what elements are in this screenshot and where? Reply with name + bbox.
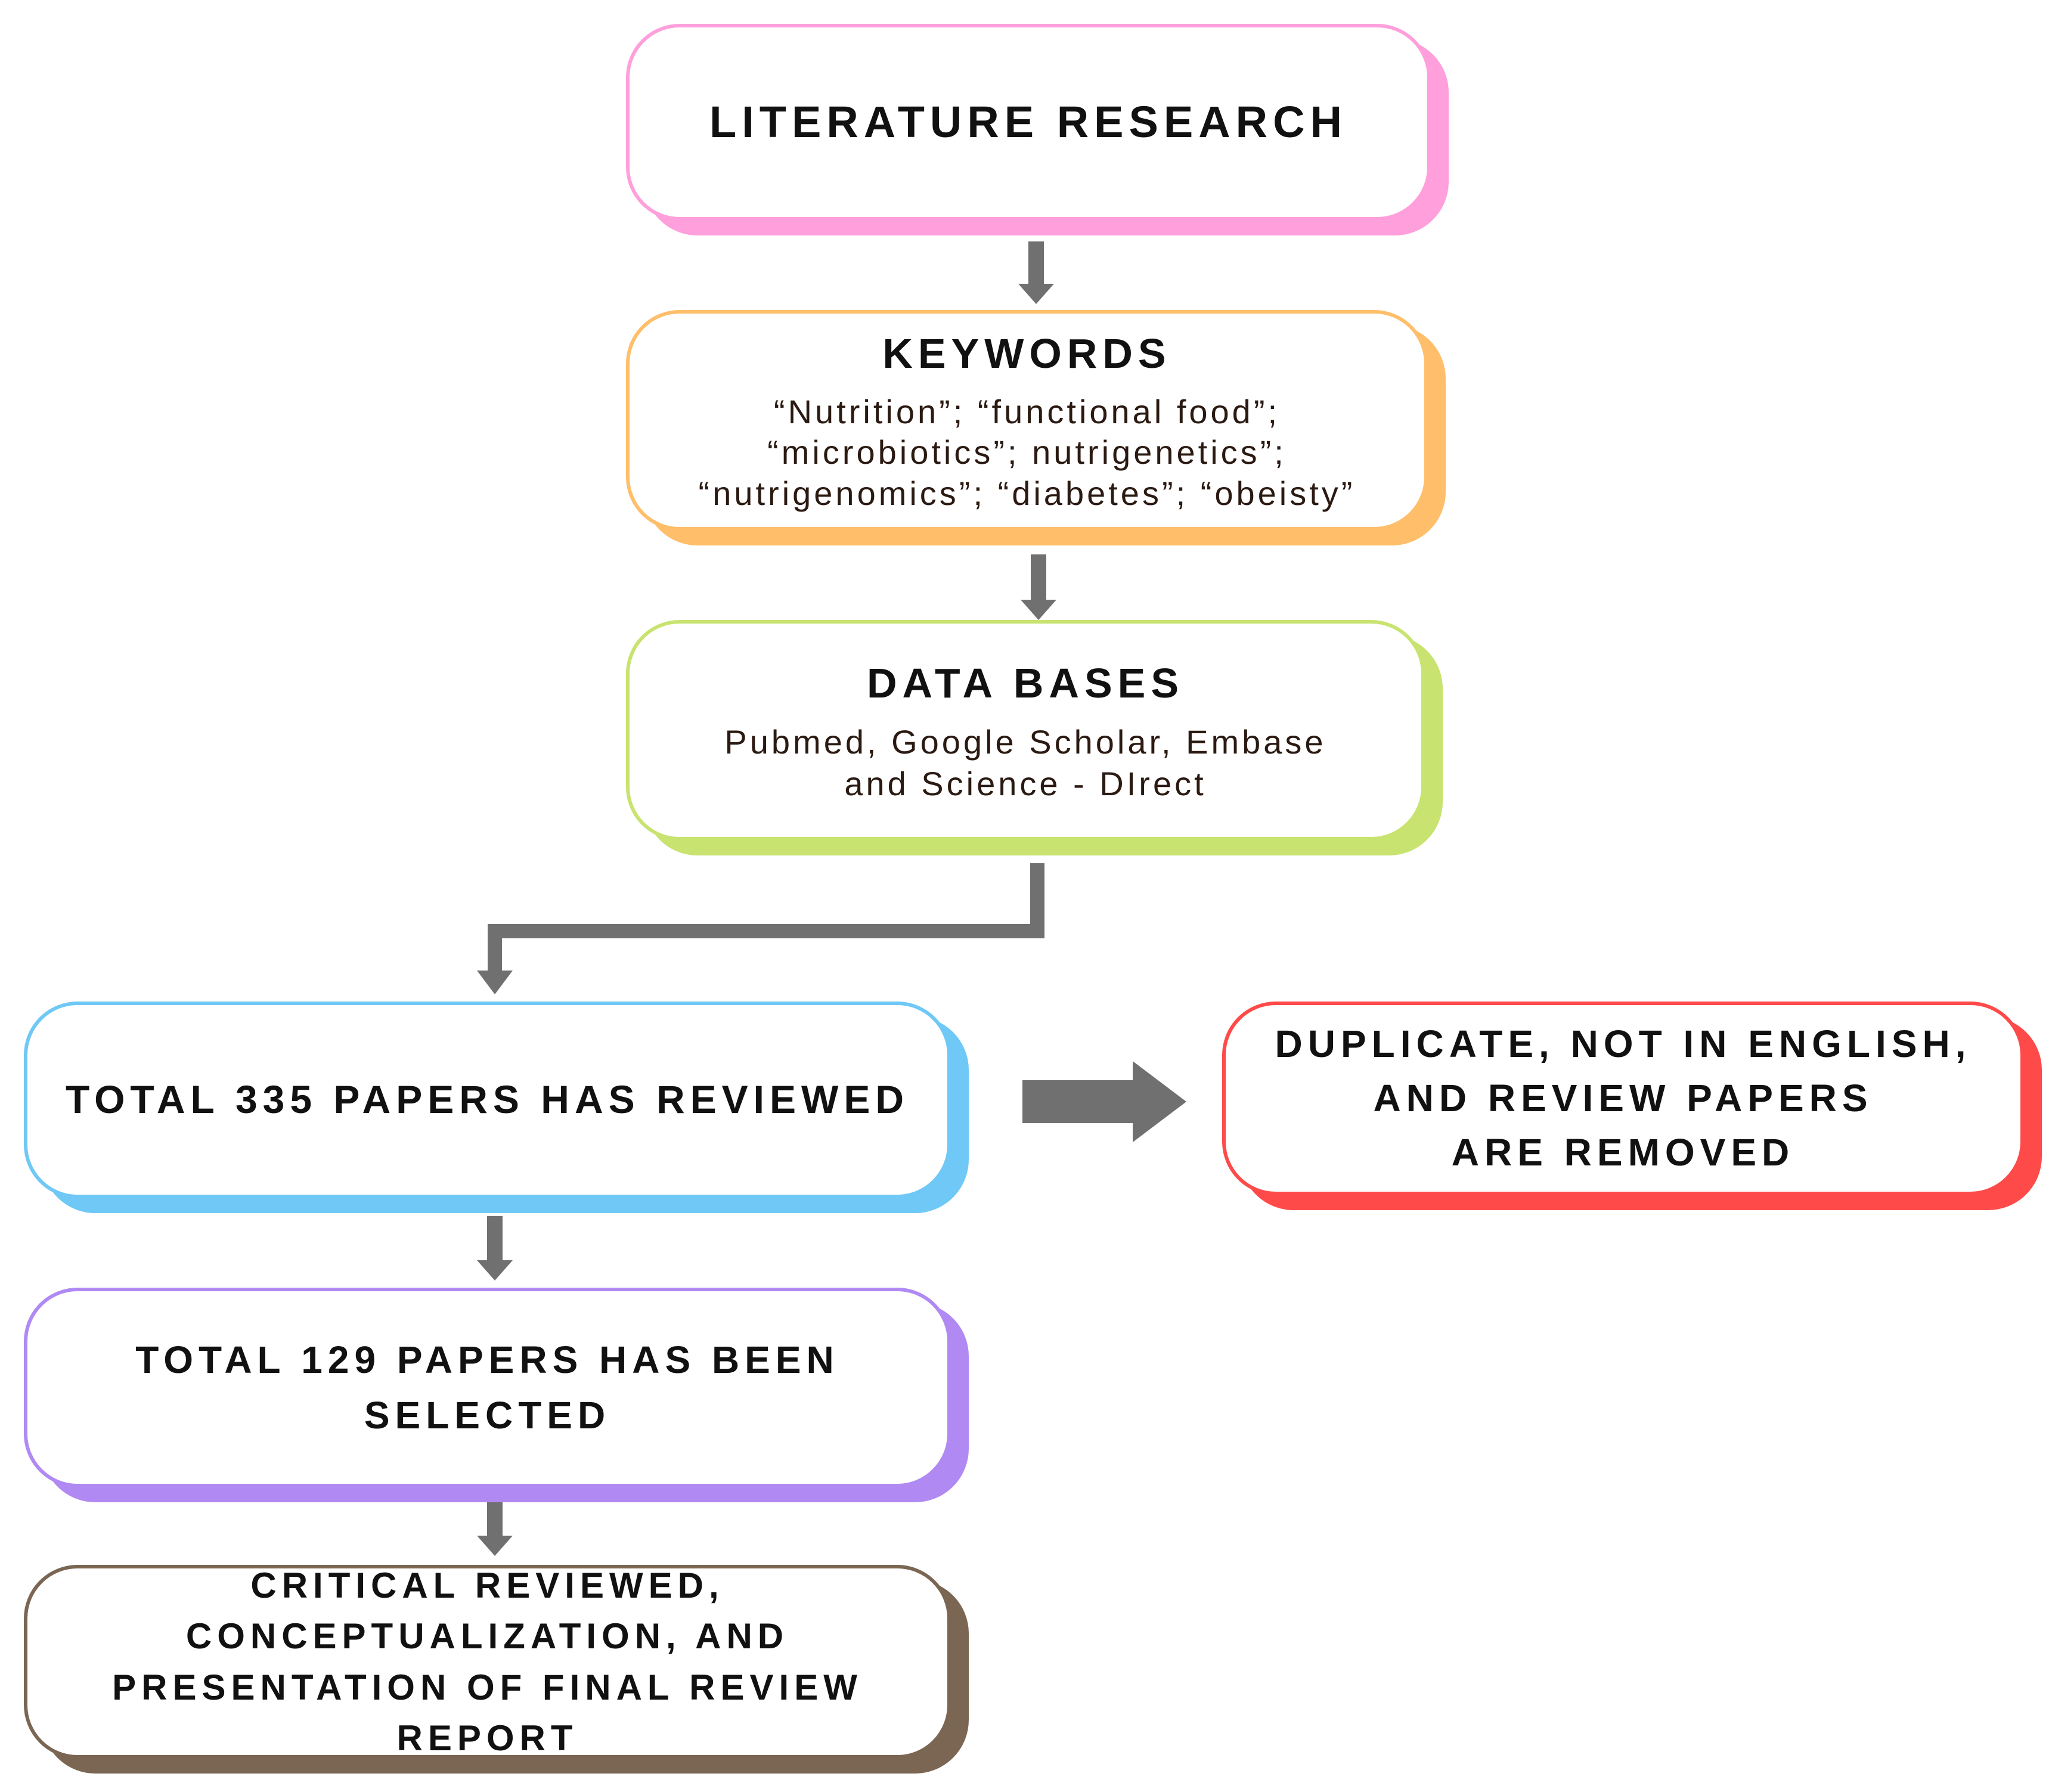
keywords-title: KEYWORDS <box>882 330 1171 377</box>
arrow-keywords-to-databases-shaft <box>1031 554 1046 602</box>
final-report-box: CRITICAL REVIEWED, CONCEPTUALIZATION, AN… <box>24 1565 951 1759</box>
reviewed-papers-box: TOTAL 335 PAPERS HAS REVIEWED <box>24 1002 951 1198</box>
arrow-keywords-to-databases-head <box>1021 600 1056 620</box>
literature-research-box: LITERATURE RESEARCH <box>626 24 1431 221</box>
arrow-databases-to-reviewed-line <box>488 863 1044 972</box>
arrow-reviewed-to-selected-head <box>477 1260 513 1281</box>
databases-list: Pubmed, Google Scholar, Embase and Scien… <box>724 723 1326 802</box>
arrow-literature-to-keywords-head <box>1018 284 1054 304</box>
databases-box: DATA BASES Pubmed, Google Scholar, Embas… <box>626 620 1425 841</box>
selected-papers-title: TOTAL 129 PAPERS HAS BEEN SELECTED <box>135 1338 839 1437</box>
arrow-reviewed-to-selected-shaft <box>487 1216 503 1263</box>
selected-papers-box: TOTAL 129 PAPERS HAS BEEN SELECTED <box>24 1288 951 1487</box>
keywords-list: “Nutrition”; “functional food”; “microbi… <box>698 393 1356 512</box>
arrow-databases-to-reviewed-head <box>477 971 513 994</box>
arrow-literature-to-keywords-shaft <box>1028 241 1044 286</box>
final-report-title: CRITICAL REVIEWED, CONCEPTUALIZATION, AN… <box>112 1565 863 1758</box>
removed-papers-box: DUPLICATE, NOT IN ENGLISH, AND REVIEW PA… <box>1222 1002 2024 1195</box>
removed-papers-title: DUPLICATE, NOT IN ENGLISH, AND REVIEW PA… <box>1275 1022 1972 1174</box>
flow-arrows <box>477 241 1186 1556</box>
literature-research-title: LITERATURE RESEARCH <box>709 97 1347 147</box>
keywords-box: KEYWORDS “Nutrition”; “functional food”;… <box>626 310 1428 531</box>
databases-title: DATA BASES <box>866 659 1185 706</box>
arrow-reviewed-to-removed <box>1022 1061 1186 1142</box>
reviewed-papers-title: TOTAL 335 PAPERS HAS REVIEWED <box>65 1077 910 1122</box>
arrow-selected-to-final-head <box>477 1536 513 1556</box>
